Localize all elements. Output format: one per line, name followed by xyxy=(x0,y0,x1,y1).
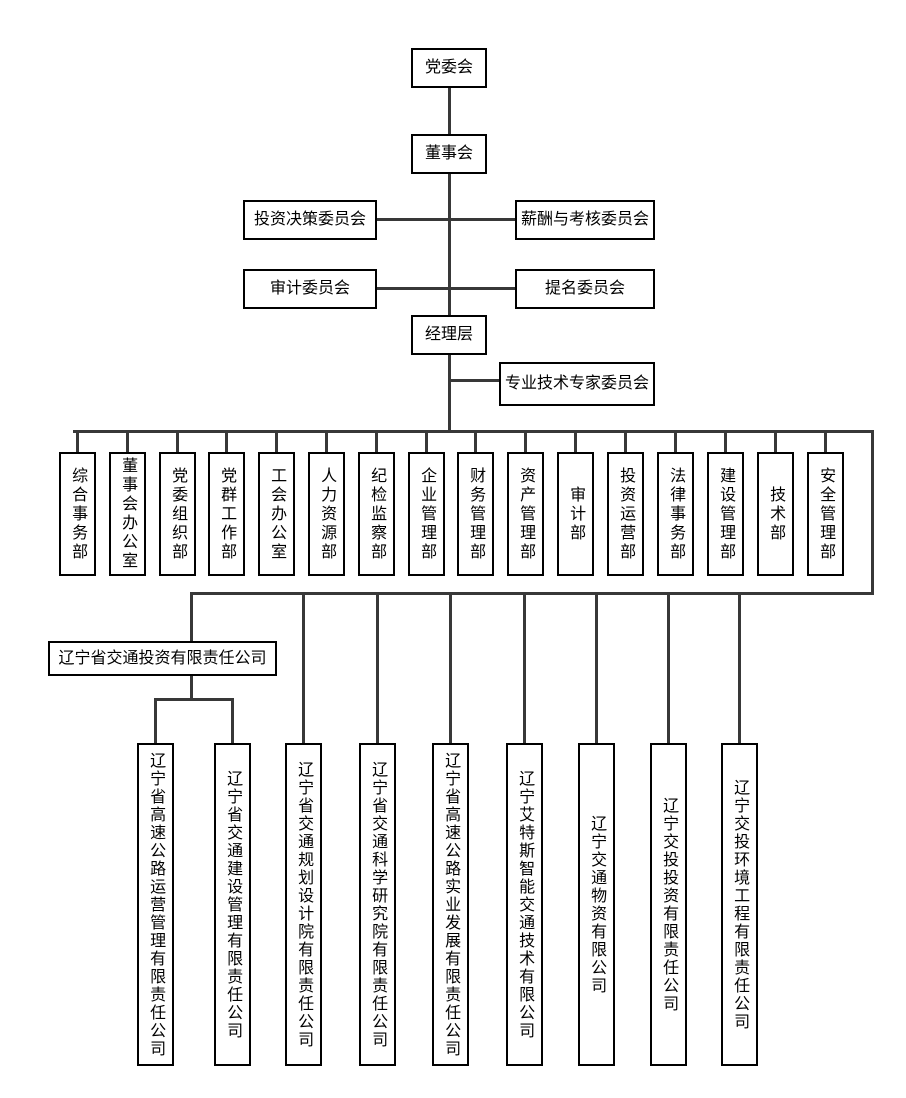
connector-line xyxy=(154,698,234,701)
connector-line xyxy=(474,430,477,452)
department-box: 董事会办公室 xyxy=(109,452,146,576)
department-box: 审计部 xyxy=(557,452,594,576)
subsidiary-box: 辽宁省交通建设管理有限责任公司 xyxy=(214,743,251,1066)
department-box: 投资运营部 xyxy=(607,452,644,576)
connector-line xyxy=(667,592,670,743)
node-party-committee: 党委会 xyxy=(411,48,487,88)
subsidiary-box: 辽宁交通物资有限公司 xyxy=(578,743,615,1066)
subsidiary-box: 辽宁交投环境工程有限责任公司 xyxy=(721,743,758,1066)
department-box: 工会办公室 xyxy=(258,452,295,576)
department-box: 综合事务部 xyxy=(59,452,96,576)
subsidiary-box: 辽宁艾特斯智能交通技术有限公司 xyxy=(506,743,543,1066)
node-audit-committee: 审计委员会 xyxy=(243,269,377,309)
node-nomination-committee: 提名委员会 xyxy=(515,269,655,309)
department-box: 建设管理部 xyxy=(707,452,744,576)
connector-line xyxy=(448,88,451,134)
department-box: 党委组织部 xyxy=(159,452,196,576)
connector-line xyxy=(325,430,328,452)
connector-line xyxy=(448,379,499,382)
connector-line xyxy=(231,698,234,743)
connector-line xyxy=(724,430,727,452)
connector-line xyxy=(377,287,515,290)
connector-line xyxy=(574,430,577,452)
department-box: 安全管理部 xyxy=(807,452,844,576)
connector-line xyxy=(449,592,452,743)
connector-line xyxy=(595,592,598,743)
node-compensation-assessment-committee: 薪酬与考核委员会 xyxy=(515,200,655,240)
connector-line xyxy=(275,430,278,452)
node-management-layer: 经理层 xyxy=(411,315,487,355)
node-transport-investment-company: 辽宁省交通投资有限责任公司 xyxy=(48,641,277,676)
connector-line xyxy=(824,430,827,452)
connector-line xyxy=(225,430,228,452)
connector-line xyxy=(190,592,874,595)
connector-line xyxy=(448,174,451,315)
subsidiary-box: 辽宁交投投资有限责任公司 xyxy=(650,743,687,1066)
connector-line xyxy=(76,430,79,452)
department-box: 人力资源部 xyxy=(308,452,345,576)
connector-line xyxy=(624,430,627,452)
connector-line xyxy=(774,430,777,452)
connector-line xyxy=(738,592,741,743)
connector-line xyxy=(674,430,677,452)
connector-line xyxy=(448,355,451,430)
connector-line xyxy=(376,592,379,743)
subsidiary-box: 辽宁省交通科学研究院有限责任公司 xyxy=(359,743,396,1066)
subsidiary-box: 辽宁省交通规划设计院有限责任公司 xyxy=(285,743,322,1066)
connector-line xyxy=(73,430,874,433)
connector-line xyxy=(377,218,515,221)
connector-line xyxy=(176,430,179,452)
connector-line xyxy=(190,676,193,698)
subsidiary-box: 辽宁省高速公路运营管理有限责任公司 xyxy=(137,743,174,1066)
department-box: 财务管理部 xyxy=(457,452,494,576)
department-box: 纪检监察部 xyxy=(358,452,395,576)
connector-line xyxy=(524,430,527,452)
node-investment-decision-committee: 投资决策委员会 xyxy=(243,200,377,240)
connector-line xyxy=(523,592,526,743)
department-box: 资产管理部 xyxy=(507,452,544,576)
connector-line xyxy=(375,430,378,452)
department-box: 法律事务部 xyxy=(657,452,694,576)
department-box: 企业管理部 xyxy=(408,452,445,576)
connector-line xyxy=(302,592,305,743)
node-board-of-directors: 董事会 xyxy=(411,134,487,174)
connector-line xyxy=(425,430,428,452)
department-box: 技术部 xyxy=(757,452,794,576)
connector-line xyxy=(154,698,157,743)
node-expert-committee: 专业技术专家委员会 xyxy=(499,362,655,406)
department-box: 党群工作部 xyxy=(208,452,245,576)
connector-line xyxy=(126,430,129,452)
connector-line xyxy=(190,592,193,641)
connector-line xyxy=(871,430,874,592)
subsidiary-box: 辽宁省高速公路实业发展有限责任公司 xyxy=(432,743,469,1066)
